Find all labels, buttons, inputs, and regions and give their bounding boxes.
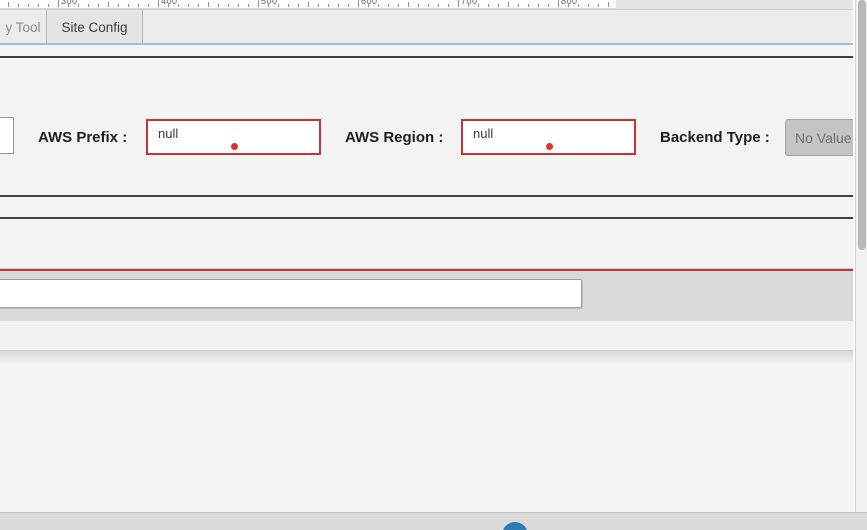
horizontal-ruler: 300 400 500 600 700 800 <box>0 0 855 9</box>
left-edge-input[interactable] <box>0 117 14 154</box>
panel-top-shadow <box>0 350 853 364</box>
separator-line-mid-1 <box>0 195 853 197</box>
ruler-tick <box>298 4 299 7</box>
ruler-tick <box>158 0 159 7</box>
ruler-tick <box>328 4 329 7</box>
ruler-tick <box>598 4 599 7</box>
ruler-tick <box>358 0 359 7</box>
error-dot-icon <box>545 143 553 150</box>
ruler-tick <box>448 4 449 7</box>
ruler-tick <box>528 4 529 7</box>
aws-prefix-input[interactable] <box>146 119 321 155</box>
ruler-tick <box>248 4 249 7</box>
aws-prefix-label: AWS Prefix : <box>38 128 128 146</box>
ruler-tick <box>568 4 569 7</box>
backend-type-label: Backend Type : <box>660 128 770 146</box>
scrollbar-gap <box>853 0 855 512</box>
ruler-tick <box>538 4 539 7</box>
ruler-label: 400 <box>161 0 178 6</box>
ruler-label: 500 <box>261 0 278 6</box>
error-dot-icon <box>230 143 238 150</box>
ruler-tick <box>258 0 259 7</box>
ruler-tick <box>578 4 579 7</box>
ruler-tick <box>588 4 589 7</box>
tab-accent-line <box>0 43 853 45</box>
ruler-tick <box>108 2 109 7</box>
ruler-tick <box>168 4 169 7</box>
input-band <box>0 271 853 321</box>
ruler-tick <box>278 4 279 7</box>
ruler-track: 300 400 500 600 700 800 <box>0 0 616 9</box>
ruler-tick <box>398 4 399 7</box>
tab-site-config-label: Site Config <box>61 19 128 35</box>
ruler-label: 300 <box>61 0 78 6</box>
ruler-tick <box>438 4 439 7</box>
ruler-tick <box>228 4 229 7</box>
ruler-tick <box>28 4 29 7</box>
ruler-tick <box>288 4 289 7</box>
ruler-tick <box>308 2 309 7</box>
ruler-tick <box>18 4 19 7</box>
ruler-tick <box>338 4 339 7</box>
tab-site-config[interactable]: Site Config <box>47 10 143 44</box>
ruler-tick <box>48 4 49 7</box>
ruler-tick <box>8 2 9 7</box>
error-section-line <box>0 268 853 271</box>
ruler-tick <box>378 4 379 7</box>
separator-line-mid-2 <box>0 217 853 219</box>
ruler-tick <box>68 4 69 7</box>
ruler-tick <box>218 4 219 7</box>
ruler-label: 700 <box>461 0 478 6</box>
ruler-tick <box>268 4 269 7</box>
aws-prefix-field-wrap <box>146 119 321 155</box>
scrollbar-thumb[interactable] <box>858 0 866 250</box>
ruler-tick <box>478 4 479 7</box>
ruler-label: 600 <box>361 0 378 6</box>
ruler-tick <box>88 4 89 7</box>
floating-action-button[interactable]: ➤ <box>502 522 528 530</box>
ruler-tick <box>58 0 59 7</box>
panel-gap <box>0 321 853 350</box>
ruler-tick <box>188 4 189 7</box>
vertical-scrollbar[interactable] <box>855 0 867 512</box>
ruler-tick <box>388 4 389 7</box>
tab-tool-label: y Tool <box>5 19 41 35</box>
tab-tool[interactable]: y Tool <box>0 10 47 44</box>
ruler-tick <box>118 4 119 7</box>
ruler-tick <box>418 4 419 7</box>
ruler-tick <box>128 4 129 7</box>
ruler-tick <box>518 4 519 7</box>
ruler-tick <box>608 2 609 7</box>
bottom-bar <box>0 512 867 530</box>
ruler-tick <box>348 4 349 7</box>
ruler-tick <box>198 4 199 7</box>
ruler-tick <box>468 4 469 7</box>
ruler-tick <box>148 4 149 7</box>
ruler-tick <box>238 4 239 7</box>
ruler-tick <box>368 4 369 7</box>
separator-line-top <box>0 56 853 58</box>
ruler-tick <box>138 4 139 7</box>
ruler-tick <box>178 4 179 7</box>
backend-type-value-text: No Value <box>795 129 852 146</box>
ruler-tick <box>78 4 79 7</box>
ruler-tick <box>208 2 209 7</box>
ruler-tick <box>488 4 489 7</box>
ruler-tick <box>98 4 99 7</box>
ruler-tick <box>318 4 319 7</box>
wide-text-input[interactable] <box>0 279 582 308</box>
ruler-tick <box>508 2 509 7</box>
ruler-tick <box>428 4 429 7</box>
ruler-tick <box>558 0 559 7</box>
ruler-tick <box>408 2 409 7</box>
tab-bar: y Tool Site Config <box>0 9 855 44</box>
ruler-label: 800 <box>561 0 578 6</box>
aws-region-field-wrap <box>461 119 636 155</box>
aws-region-label: AWS Region : <box>345 128 444 146</box>
ruler-tick <box>38 4 39 7</box>
ruler-tick <box>458 0 459 7</box>
ruler-tick <box>548 4 549 7</box>
ruler-tick <box>498 4 499 7</box>
